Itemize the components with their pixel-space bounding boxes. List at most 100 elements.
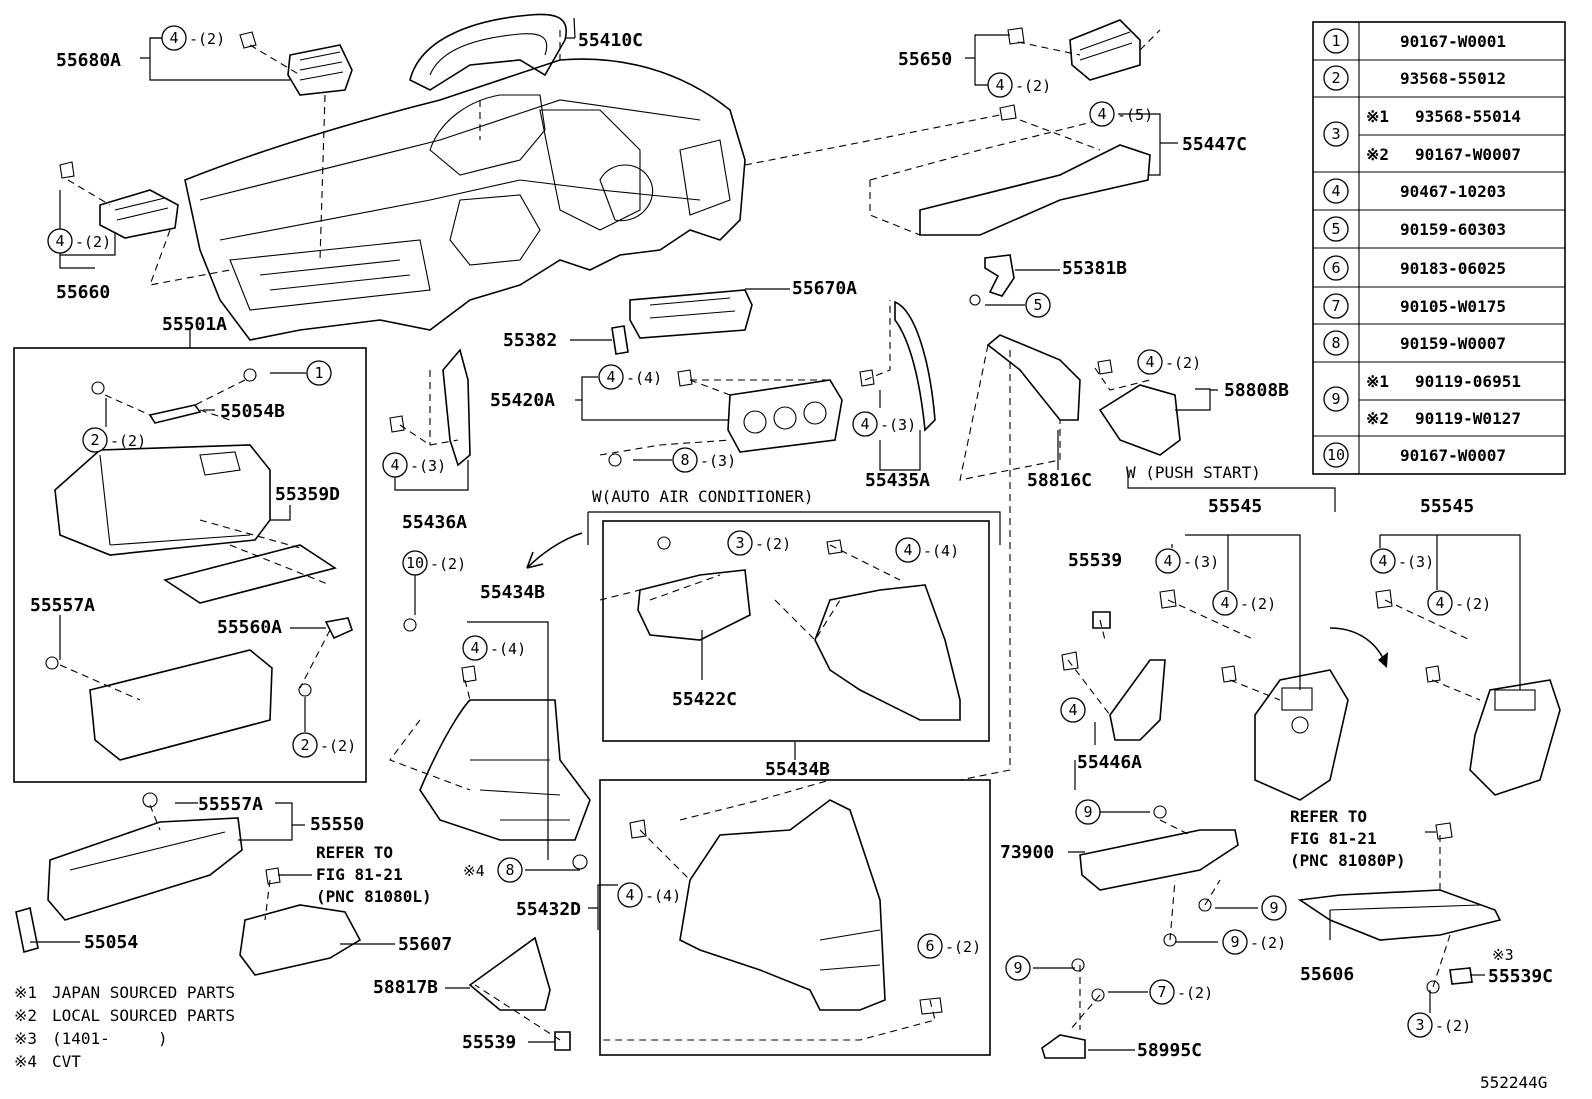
table-row-6: 6 90183-06025 xyxy=(1323,255,1506,281)
svg-text:1: 1 xyxy=(1331,32,1340,50)
callout-4-55446A: 4 xyxy=(1060,697,1086,723)
svg-text:90105-W0175: 90105-W0175 xyxy=(1400,297,1506,316)
refer-left-2: FIG 81-21 xyxy=(316,865,403,884)
svg-text:8: 8 xyxy=(680,451,689,469)
svg-text:9: 9 xyxy=(1083,803,1092,821)
callout-8-cvt: 8 ※4 xyxy=(463,857,523,883)
callouts: 4-(2) 4-(2) 4-(5) 4-(2) 1 2-(2) 2-(2) 10… xyxy=(47,25,1514,1038)
svg-text:※1: ※1 xyxy=(14,983,37,1002)
svg-text:-(2): -(2) xyxy=(1240,595,1276,613)
part-shapes xyxy=(15,19,1561,1059)
label-55539-a: 55539 xyxy=(1068,550,1122,571)
svg-text:6: 6 xyxy=(1331,259,1340,277)
svg-text:2: 2 xyxy=(1331,69,1340,87)
label-58995C: 58995C xyxy=(1137,1040,1202,1061)
callout-4-ac: 4-(4) xyxy=(895,537,959,563)
svg-text:9: 9 xyxy=(1230,933,1239,951)
label-55660: 55660 xyxy=(56,282,110,303)
callout-9-b: 9 xyxy=(1261,895,1287,921)
svg-text:90167-W0001: 90167-W0001 xyxy=(1400,32,1506,51)
svg-text:-(4): -(4) xyxy=(490,640,526,658)
svg-text:-(2): -(2) xyxy=(945,938,981,956)
svg-text:4: 4 xyxy=(470,639,479,657)
svg-text:90159-W0007: 90159-W0007 xyxy=(1400,334,1506,353)
label-55545-a: 55545 xyxy=(1208,496,1262,517)
label-55550: 55550 xyxy=(310,814,364,835)
svg-text:6: 6 xyxy=(925,937,934,955)
label-55606: 55606 xyxy=(1300,964,1354,985)
svg-text:-(2): -(2) xyxy=(189,30,225,48)
callout-3-ac: 3-(2) xyxy=(727,530,791,556)
svg-text:2: 2 xyxy=(300,736,309,754)
svg-text:4: 4 xyxy=(625,886,634,904)
callout-4-55420A: 4 -(4) xyxy=(598,364,662,390)
svg-text:4: 4 xyxy=(1068,701,1077,719)
callout-8-top: 8 -(3) xyxy=(672,447,736,473)
svg-text:-(3): -(3) xyxy=(700,452,736,470)
label-55557A-a: 55557A xyxy=(30,595,95,616)
label-55420A: 55420A xyxy=(490,390,555,411)
svg-text:-(2): -(2) xyxy=(1015,77,1051,95)
callout-1: 1 xyxy=(306,360,332,386)
label-55434B-b: 55434B xyxy=(765,759,830,780)
label-55054B: 55054B xyxy=(220,401,285,422)
glove-box-group xyxy=(13,347,367,783)
callout-2-55560A: 2-(2) xyxy=(292,732,356,758)
label-55560A: 55560A xyxy=(217,617,282,638)
assembly-lines xyxy=(67,29,1481,1041)
svg-text:4: 4 xyxy=(390,456,399,474)
callout-3-b: 3-(2) xyxy=(1407,1012,1471,1038)
svg-text:-(2): -(2) xyxy=(110,432,146,450)
label-58817B: 58817B xyxy=(373,977,438,998)
table-row-1: 1 90167-W0001 xyxy=(1323,28,1506,54)
label-55434B-a: 55434B xyxy=(480,582,545,603)
svg-text:9: 9 xyxy=(1013,959,1022,977)
svg-text:-(3): -(3) xyxy=(410,457,446,475)
svg-text:4: 4 xyxy=(169,29,178,47)
label-55447C: 55447C xyxy=(1182,134,1247,155)
callout-4-55447C: 4 -(5) xyxy=(1089,101,1153,127)
callout-4-55432D: 4-(4) xyxy=(617,882,681,908)
label-55680A: 55680A xyxy=(56,50,121,71)
svg-text:2: 2 xyxy=(90,431,99,449)
svg-text:-(5): -(5) xyxy=(1117,106,1153,124)
svg-text:4: 4 xyxy=(606,368,615,386)
label-55557A-b: 55557A xyxy=(198,794,263,815)
svg-text:-(2): -(2) xyxy=(1165,354,1201,372)
svg-text:8: 8 xyxy=(505,861,514,879)
callout-4-58808B: 4-(2) xyxy=(1137,349,1201,375)
callout-7: 7-(2) xyxy=(1149,979,1213,1005)
table-row-4: 4 90467-10203 xyxy=(1323,178,1506,204)
mark-3: ※3 xyxy=(1492,946,1514,964)
label-55436A: 55436A xyxy=(402,512,467,533)
svg-text:4: 4 xyxy=(1097,105,1106,123)
table-row-8: 8 90159-W0007 xyxy=(1323,330,1506,356)
svg-text:4: 4 xyxy=(1435,594,1444,612)
svg-text:-(2): -(2) xyxy=(75,233,111,251)
label-55670A: 55670A xyxy=(792,278,857,299)
label-55446A: 55446A xyxy=(1077,752,1142,773)
label-55607: 55607 xyxy=(398,934,452,955)
svg-text:5: 5 xyxy=(1033,296,1042,314)
condition-push-start: W (PUSH START) xyxy=(1126,463,1261,482)
label-55359D: 55359D xyxy=(275,484,340,505)
callout-4-55680A: 4 -(2) xyxy=(161,25,225,51)
svg-text:4: 4 xyxy=(1220,594,1229,612)
label-55650: 55650 xyxy=(898,49,952,70)
svg-text:※1: ※1 xyxy=(1366,107,1389,126)
svg-text:5: 5 xyxy=(1331,220,1340,238)
svg-text:※4: ※4 xyxy=(463,862,485,880)
svg-text:-(4): -(4) xyxy=(626,369,662,387)
callout-9-c: 9-(2) xyxy=(1222,929,1286,955)
svg-text:4: 4 xyxy=(1163,552,1172,570)
svg-text:-(3): -(3) xyxy=(1398,553,1434,571)
svg-text:3: 3 xyxy=(1331,125,1340,143)
refer-left-1: REFER TO xyxy=(316,843,393,862)
label-55501A: 55501A xyxy=(162,314,227,335)
condition-auto-ac: W(AUTO AIR CONDITIONER) xyxy=(592,487,814,506)
svg-text:4: 4 xyxy=(1378,552,1387,570)
svg-text:90159-60303: 90159-60303 xyxy=(1400,220,1506,239)
svg-text:10: 10 xyxy=(406,554,424,572)
svg-text:-(2): -(2) xyxy=(1455,595,1491,613)
